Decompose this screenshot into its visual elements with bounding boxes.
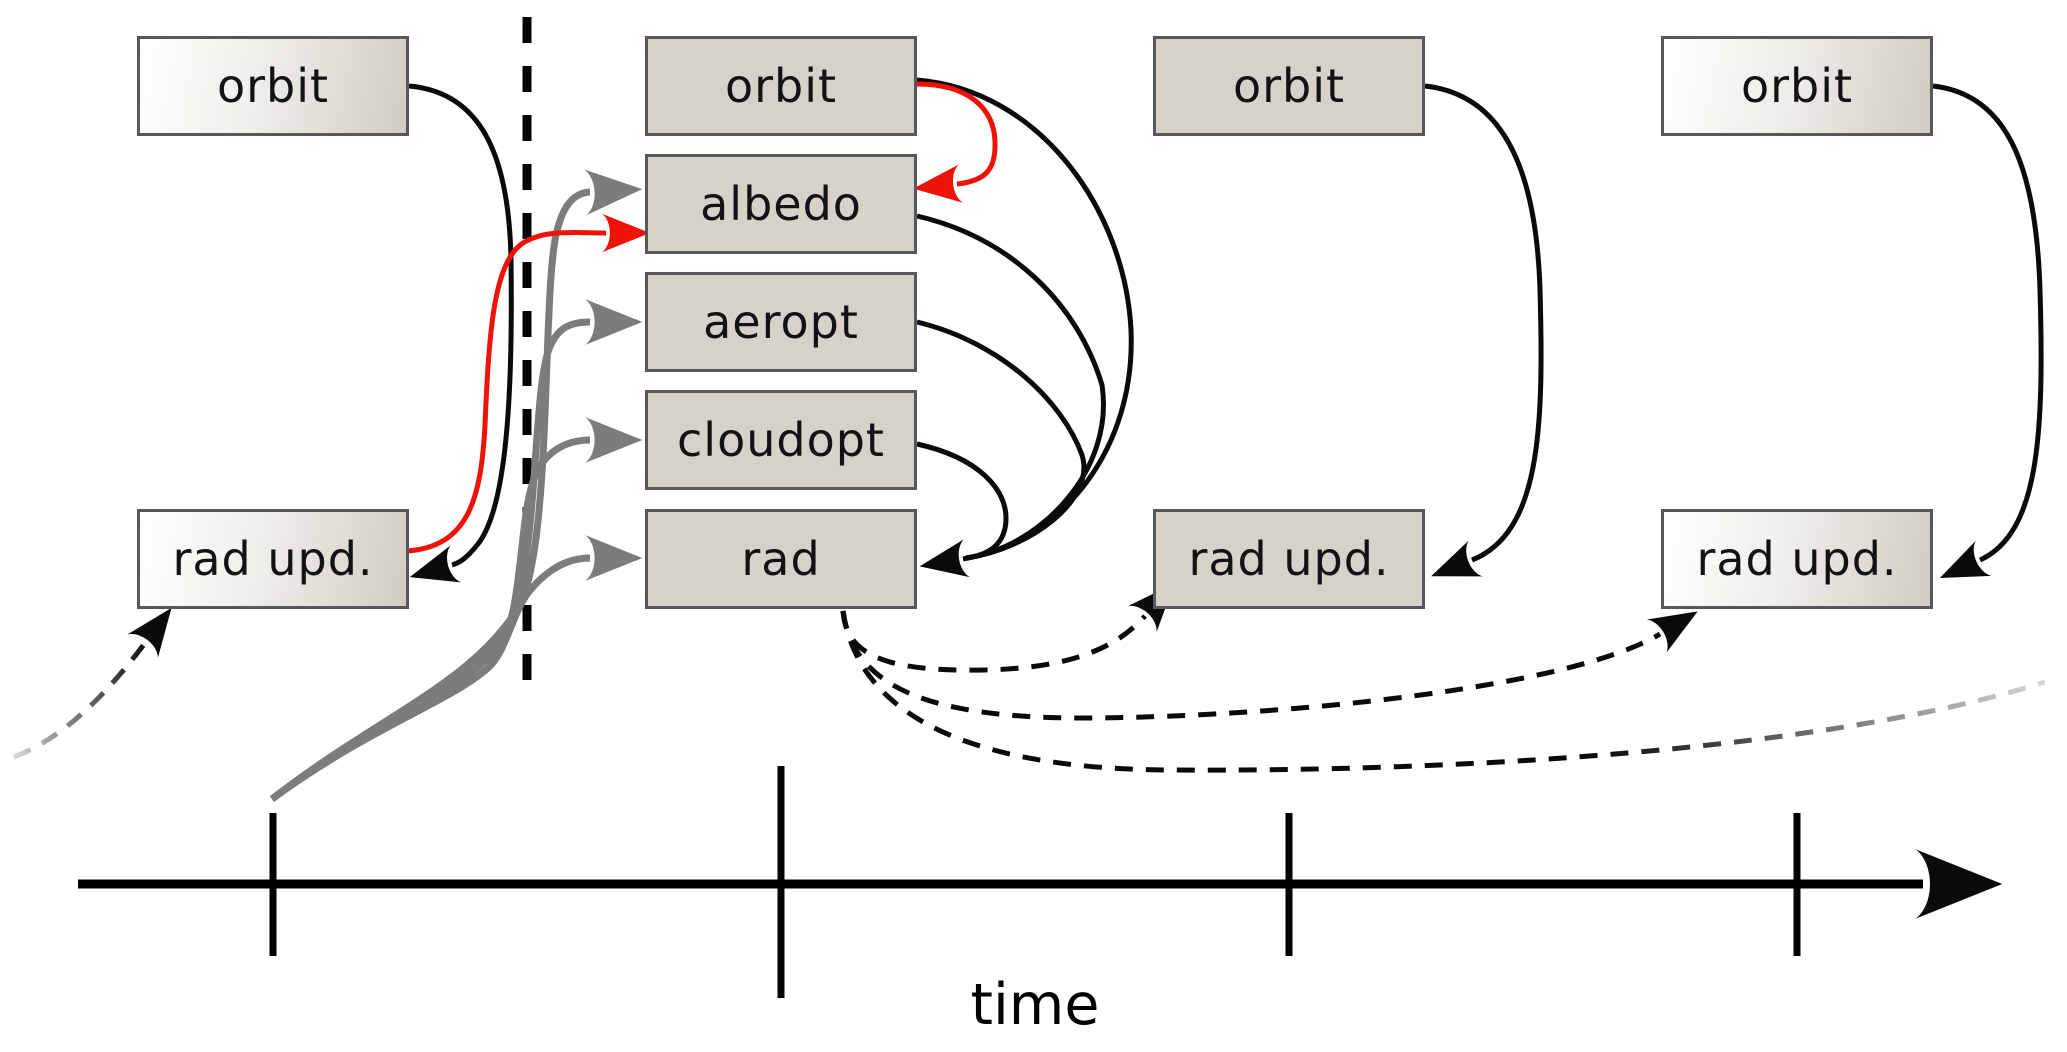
node-label: albedo [700, 177, 862, 231]
gray-fan-to-rad [269, 535, 643, 802]
node-label: cloudopt [677, 413, 885, 467]
red-arrows [407, 81, 998, 554]
node-step4-orbit: orbit [1661, 36, 1933, 136]
node-step2-cloudopt: cloudopt [645, 390, 917, 490]
node-label: rad upd. [172, 532, 374, 586]
step1-orbit-to-rad-upd-arrow [408, 83, 514, 583]
rad-to-step3-rad-upd-arrow [840, 583, 1175, 673]
past-to-step1-rad-upd-arrow [13, 607, 172, 760]
time-axis [78, 766, 2003, 998]
black-arrows [408, 77, 2044, 583]
step2-orbit-to-rad-arrow [916, 77, 1134, 578]
node-step2-albedo: albedo [645, 154, 917, 254]
node-step4-rad-upd: rad upd. [1661, 509, 1933, 609]
step2-albedo-to-rad-arrow [916, 213, 1106, 561]
node-step3-rad-upd: rad upd. [1153, 509, 1425, 609]
node-label: aeropt [703, 295, 859, 349]
node-label: rad upd. [1188, 532, 1390, 586]
rad-to-future-fading-arrow [840, 610, 2046, 773]
node-step2-orbit: orbit [645, 36, 917, 136]
rad-to-step4-rad-upd-arrow [840, 610, 1698, 721]
step1-rad-upd-to-albedo-arrow [407, 213, 650, 554]
dashed-feedback-arrows [13, 583, 2046, 773]
node-label: orbit [1740, 59, 1854, 113]
node-label: orbit [216, 59, 330, 113]
time-axis-label: time [970, 972, 1100, 1038]
node-step3-orbit: orbit [1153, 36, 1425, 136]
node-step2-rad: rad [645, 509, 917, 609]
node-label: orbit [1232, 59, 1346, 113]
gray-fan-arrows [269, 169, 643, 802]
step2-orbit-to-albedo-arrow [913, 81, 998, 203]
node-label: orbit [724, 59, 838, 113]
node-step1-orbit: orbit [137, 36, 409, 136]
step2-aeropt-to-rad-arrow [916, 319, 1087, 561]
node-label: rad upd. [1696, 532, 1898, 586]
step3-orbit-to-rad-upd-arrow [1424, 83, 1544, 577]
node-label: rad [741, 532, 821, 586]
step2-cloudopt-to-rad-arrow [916, 441, 1009, 561]
step4-orbit-to-rad-upd-arrow [1932, 83, 2044, 579]
node-step1-rad-upd: rad upd. [137, 509, 409, 609]
node-step2-aeropt: aeropt [645, 272, 917, 372]
